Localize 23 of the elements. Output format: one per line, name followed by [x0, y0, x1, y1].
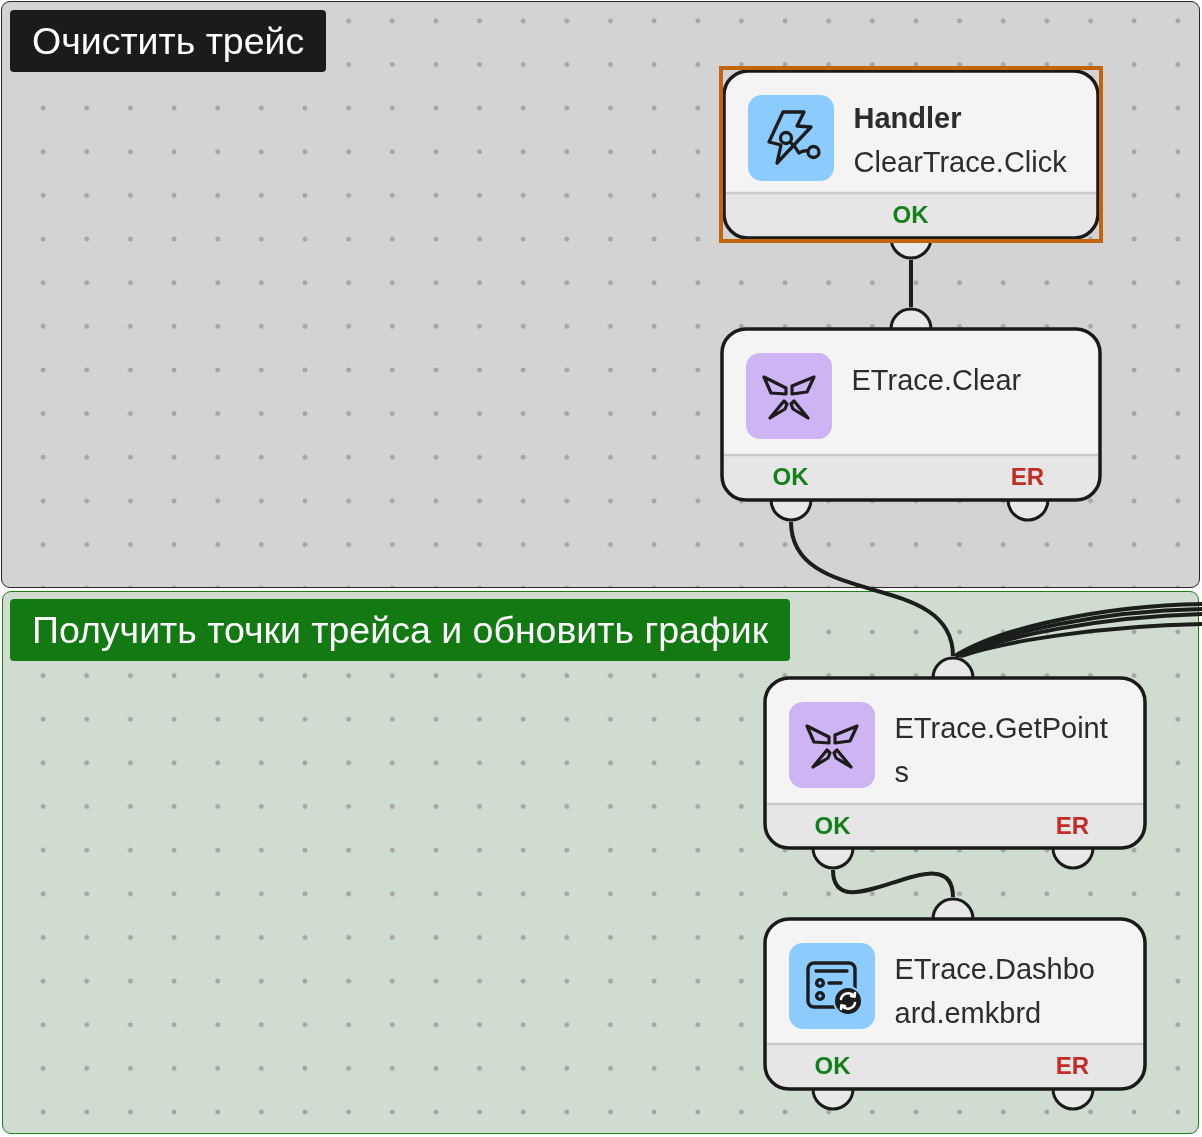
group-panel: [2, 591, 1199, 1134]
port-label: OK: [814, 1052, 851, 1080]
flow-node: [719, 306, 1102, 522]
port-label: ER: [1055, 1052, 1090, 1080]
node-subtitle: ClearTrace.Click: [853, 144, 1067, 180]
node-title: ETrace.Dashboard.emkbrd: [894, 951, 1096, 1031]
node-title: ETrace.Clear: [851, 362, 1022, 398]
group-title: Очистить трейс: [10, 10, 327, 72]
port-label: OK: [814, 811, 851, 840]
flow-node: [762, 655, 1147, 870]
port-label: ER: [1010, 463, 1045, 491]
group-panel: [1, 1, 1200, 588]
port-label: ER: [1055, 811, 1090, 840]
port-label: OK: [772, 463, 809, 491]
node-title: Handler: [853, 100, 962, 136]
connector: [789, 521, 955, 657]
flow-node: [762, 896, 1147, 1111]
connector: [960, 622, 1202, 658]
group-title: Получить точки трейса и обновить график: [10, 599, 791, 661]
port-label: OK: [892, 201, 929, 229]
connector: [909, 260, 913, 307]
node-title: ETrace.GetPoints: [894, 710, 1109, 790]
connector: [831, 869, 955, 898]
